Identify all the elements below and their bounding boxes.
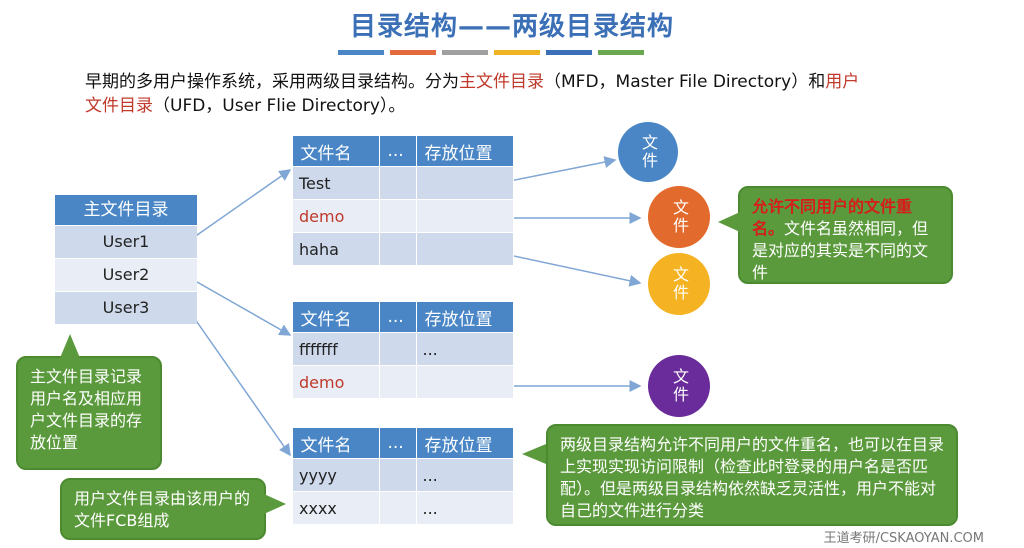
col-ellipsis-header: ...	[379, 428, 417, 459]
test-arrow	[494, 156, 617, 185]
intro-ufd-term-a: 用户	[825, 72, 860, 92]
location-cell: ...	[415, 491, 514, 525]
intro-paragraph: 早期的多用户操作系统，采用两级目录结构。分为主文件目录（MFD，Master F…	[85, 70, 955, 118]
callout-rename-tail	[718, 212, 740, 232]
stripe-6	[598, 50, 644, 55]
table-row: haha	[292, 232, 514, 266]
file-circle-yellow: 文件	[648, 253, 710, 315]
intro-text-3: （UFD，User Flie Directory）。	[153, 96, 406, 116]
file-circle-orange: 文件	[648, 186, 710, 248]
file-name-cell: xxxx	[292, 491, 380, 525]
table-row: demo	[292, 365, 514, 399]
stripe-4	[494, 50, 540, 55]
col-ellipsis-header: ...	[379, 302, 417, 333]
col-location-header: 存放位置	[416, 428, 514, 459]
callout-ufd-tail	[264, 494, 286, 514]
table-row: xxxx...	[292, 491, 514, 525]
col-location-header: 存放位置	[416, 136, 514, 167]
ellipsis-cell	[378, 166, 417, 200]
stripe-2	[390, 50, 436, 55]
stripe-5	[546, 50, 592, 55]
table-row: fffffff...	[292, 332, 514, 366]
ufd3-header-row: 文件名 ... 存放位置	[292, 428, 514, 459]
file-name-cell: demo	[292, 199, 380, 233]
table-row: yyyy...	[292, 458, 514, 492]
intro-mfd-term: 主文件目录	[459, 72, 544, 92]
callout-rename-text: 文件名虽然相同，但是对应的其实是不同的文件	[752, 219, 929, 282]
mfd-row-user1: User1	[55, 225, 197, 258]
ellipsis-cell	[378, 365, 417, 399]
location-cell	[415, 365, 514, 399]
col-filename-header: 文件名	[292, 136, 380, 167]
location-cell	[415, 232, 514, 266]
slide-title: 目录结构——两级目录结构	[349, 12, 674, 42]
callout-rename: 允许不同用户的文件重名。文件名虽然相同，但是对应的其实是不同的文件	[738, 186, 953, 284]
col-ellipsis-header: ...	[379, 136, 417, 167]
ellipsis-cell	[378, 491, 417, 525]
table-row: demo	[292, 199, 514, 233]
intro-text-1: 早期的多用户操作系统，采用两级目录结构。分为	[85, 72, 459, 92]
ufd1-header-row: 文件名 ... 存放位置	[292, 136, 514, 167]
callout-mfd-tail	[60, 334, 80, 358]
file-name-cell: haha	[292, 232, 380, 266]
ufd-table-user3: 文件名 ... 存放位置 yyyy... xxxx...	[292, 428, 514, 525]
ufd2-header-row: 文件名 ... 存放位置	[292, 302, 514, 333]
ellipsis-cell	[378, 199, 417, 233]
stripe-1	[338, 50, 384, 55]
ellipsis-cell	[378, 332, 417, 366]
file-name-cell: demo	[292, 365, 380, 399]
user2-arrow	[189, 277, 292, 336]
file-circle-purple: 文件	[648, 355, 710, 417]
callout-mfd-note: 主文件目录记录用户名及相应用户文件目录的存放位置	[16, 356, 162, 470]
stripe-3	[442, 50, 488, 55]
callout-summary-tail	[522, 444, 546, 464]
col-filename-header: 文件名	[292, 302, 380, 333]
table-row: Test	[292, 166, 514, 200]
intro-ufd-term-b: 文件目录	[85, 96, 153, 116]
col-location-header: 存放位置	[416, 302, 514, 333]
master-file-directory: 主文件目录 User1 User2 User3	[55, 195, 197, 324]
intro-text-2: （MFD，Master File Directory）和	[544, 72, 826, 92]
callout-rename-emphasis: 允许不同用户的文件重名。	[752, 197, 913, 238]
col-filename-header: 文件名	[292, 428, 380, 459]
user1-arrow	[189, 169, 292, 241]
ellipsis-cell	[378, 458, 417, 492]
ufd-table-user1: 文件名 ... 存放位置 Test demo haha	[292, 136, 514, 266]
file-circle-blue: 文件	[618, 122, 678, 182]
callout-ufd-note: 用户文件目录由该用户的文件FCB组成	[60, 478, 266, 540]
ufd-table-user2: 文件名 ... 存放位置 fffffff... demo	[292, 302, 514, 399]
mfd-row-user2: User2	[55, 258, 197, 291]
haha-arrow	[494, 251, 642, 287]
location-cell	[415, 199, 514, 233]
callout-summary: 两级目录结构允许不同用户的文件重名，也可以在目录上实现实现访问限制（检查此时登录…	[546, 424, 958, 526]
file-name-cell: yyyy	[292, 458, 380, 492]
mfd-header: 主文件目录	[55, 195, 197, 225]
mfd-row-user3: User3	[55, 291, 197, 324]
location-cell: ...	[415, 332, 514, 366]
user3-arrow	[189, 311, 291, 457]
ellipsis-cell	[378, 232, 417, 266]
file-name-cell: Test	[292, 166, 380, 200]
location-cell: ...	[415, 458, 514, 492]
location-cell	[415, 166, 514, 200]
file-name-cell: fffffff	[292, 332, 380, 366]
footer-watermark: 王道考研/CSKAOYAN.COM	[823, 531, 984, 546]
